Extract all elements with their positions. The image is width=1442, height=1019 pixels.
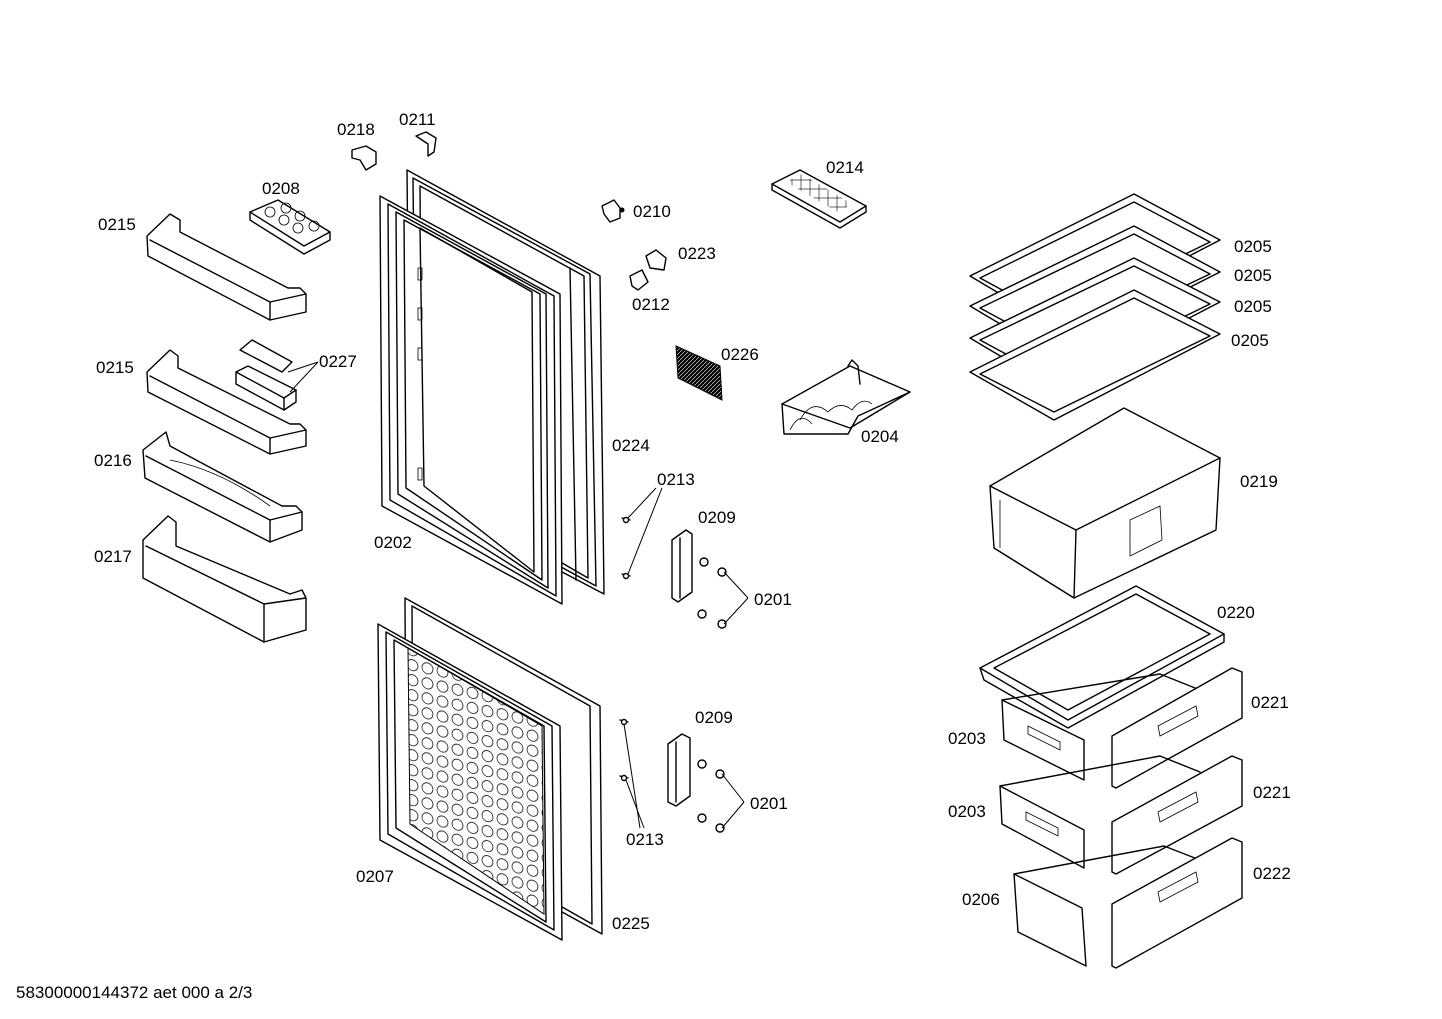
- label-0213: 0213: [626, 830, 664, 849]
- crisper-box-0219: [989, 407, 1221, 599]
- egg-tray-0208: [249, 199, 331, 255]
- label-0220: 0220: [1217, 603, 1255, 622]
- leader-lines: [287, 361, 749, 829]
- label-0219: 0219: [1240, 472, 1278, 491]
- drawer-front-0221-mid: [1111, 755, 1243, 875]
- label-0218: 0218: [337, 120, 375, 139]
- label-0209: 0209: [695, 708, 733, 727]
- door-gasket-0202: [379, 195, 563, 605]
- label-0216: 0216: [94, 451, 132, 470]
- label-0213: 0213: [657, 470, 695, 489]
- label-0223: 0223: [678, 244, 716, 263]
- door-gasket-0207: [377, 623, 563, 941]
- label-0209: 0209: [698, 508, 736, 527]
- label-0225: 0225: [612, 914, 650, 933]
- label-0211: 0211: [399, 110, 436, 129]
- handle-0209-lower: [667, 733, 691, 807]
- part-labels: 0215 0208 0218 0211 0215 0227 0216 0217 …: [94, 110, 1291, 933]
- label-0207: 0207: [356, 867, 394, 886]
- label-0205: 0205: [1234, 237, 1272, 256]
- freezer-drawer-0206: [1013, 845, 1201, 967]
- label-0227: 0227: [319, 352, 357, 371]
- glass-shelves-0205: [969, 193, 1221, 421]
- label-0203: 0203: [948, 802, 986, 821]
- door-shelf-0215-mid: [146, 349, 307, 455]
- caps-0201-upper: [697, 557, 727, 629]
- label-0212: 0212: [632, 295, 670, 314]
- bracket-0223: [645, 249, 667, 271]
- drawer-front-0222: [1111, 837, 1243, 969]
- clip-0218: [351, 145, 377, 171]
- filter-pad-0226: [675, 345, 723, 401]
- crisper-cover-0220: [979, 585, 1225, 729]
- document-id: 58300000144372 aet 000 a 2/3: [16, 983, 252, 1002]
- dairy-compartment-0227: [235, 339, 297, 411]
- label-0215: 0215: [98, 215, 136, 234]
- label-0221: 0221: [1251, 693, 1289, 712]
- drawer-front-0221-top: [1111, 667, 1243, 789]
- freezer-drawer-0203-mid: [999, 755, 1201, 869]
- bracket-0212: [629, 269, 649, 291]
- label-0210: 0210: [633, 202, 671, 221]
- label-0204: 0204: [861, 427, 899, 446]
- label-0205: 0205: [1234, 297, 1272, 316]
- screws-0213-lower: [619, 718, 629, 782]
- ice-tray-0214: [771, 169, 867, 229]
- label-0203: 0203: [948, 729, 986, 748]
- hinge-cover-0210: [601, 199, 625, 223]
- label-0217: 0217: [94, 547, 132, 566]
- label-0201: 0201: [750, 794, 788, 813]
- label-0214: 0214: [826, 158, 864, 177]
- label-0201: 0201: [754, 590, 792, 609]
- handle-0209-upper: [671, 529, 693, 603]
- label-0206: 0206: [962, 890, 1000, 909]
- door-shelf-0216: [142, 431, 303, 543]
- label-0202: 0202: [374, 533, 412, 552]
- door-shelf-0217: [142, 515, 307, 643]
- label-0205: 0205: [1231, 331, 1269, 350]
- label-0215: 0215: [96, 358, 134, 377]
- door-shelf-0215-top: [146, 213, 307, 321]
- hinge-0211: [415, 131, 437, 157]
- label-0208: 0208: [262, 179, 300, 198]
- freezer-drawer-0203-top: [1001, 673, 1201, 781]
- label-0205: 0205: [1234, 266, 1272, 285]
- label-0224: 0224: [612, 436, 650, 455]
- bottle-rack-0204: [781, 359, 911, 435]
- caps-0201-lower: [697, 759, 725, 833]
- screws-0213-upper: [621, 516, 631, 580]
- label-0226: 0226: [721, 345, 759, 364]
- label-0221: 0221: [1253, 783, 1291, 802]
- label-0222: 0222: [1253, 864, 1291, 883]
